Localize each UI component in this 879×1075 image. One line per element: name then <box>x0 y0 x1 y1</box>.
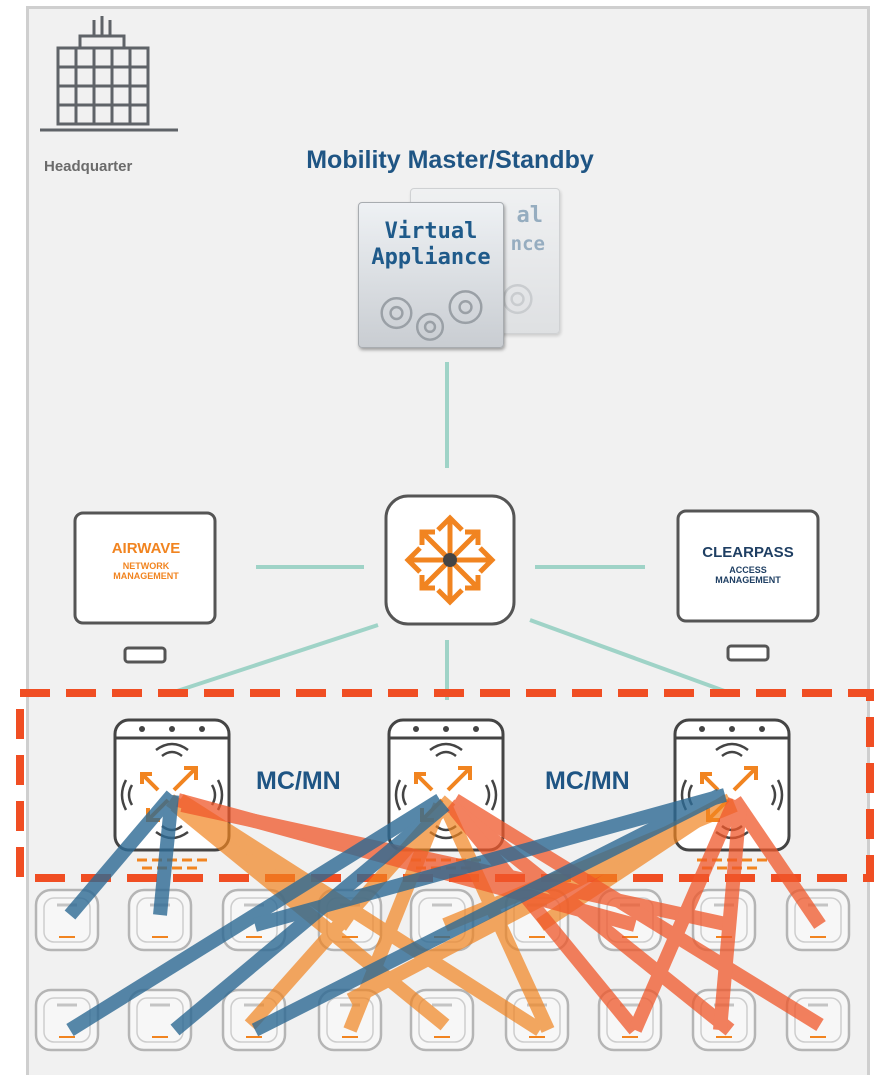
airwave-monitor-icon <box>73 511 217 664</box>
mc-mn-label-2: MC/MN <box>545 767 630 795</box>
va-line1: Virtual <box>384 219 478 244</box>
airwave-subtitle-1: NETWORK <box>122 561 170 571</box>
mc-mn-label-1: MC/MN <box>256 767 341 795</box>
clearpass-subtitle-2: MANAGEMENT <box>715 575 781 585</box>
controller-icon <box>384 494 516 626</box>
clearpass-subtitle-1: ACCESS <box>729 565 767 575</box>
virtual-appliance-master: Virtual Appliance <box>358 202 504 348</box>
headquarter-label: Headquarter <box>44 158 133 175</box>
ap-links <box>64 788 826 1037</box>
clearpass-text: CLEARPASS ACCESS MANAGEMENT <box>678 544 818 585</box>
clearpass-title: CLEARPASS <box>702 544 794 561</box>
airwave-text: AIRWAVE NETWORK MANAGEMENT <box>76 540 216 581</box>
va-standby-line1: al <box>516 203 544 228</box>
airwave-subtitle-2: MANAGEMENT <box>113 571 179 581</box>
connector-lines <box>164 362 731 700</box>
building-icon <box>40 16 178 132</box>
va-line2: Appliance <box>371 245 491 270</box>
va-standby-line2: nce <box>510 233 545 255</box>
mobility-master-title: Mobility Master/Standby <box>306 146 594 174</box>
mc-mn-dashed-box <box>16 689 874 882</box>
clearpass-monitor-icon <box>676 509 820 662</box>
airwave-title: AIRWAVE <box>111 540 181 557</box>
gears-icon <box>380 290 483 341</box>
